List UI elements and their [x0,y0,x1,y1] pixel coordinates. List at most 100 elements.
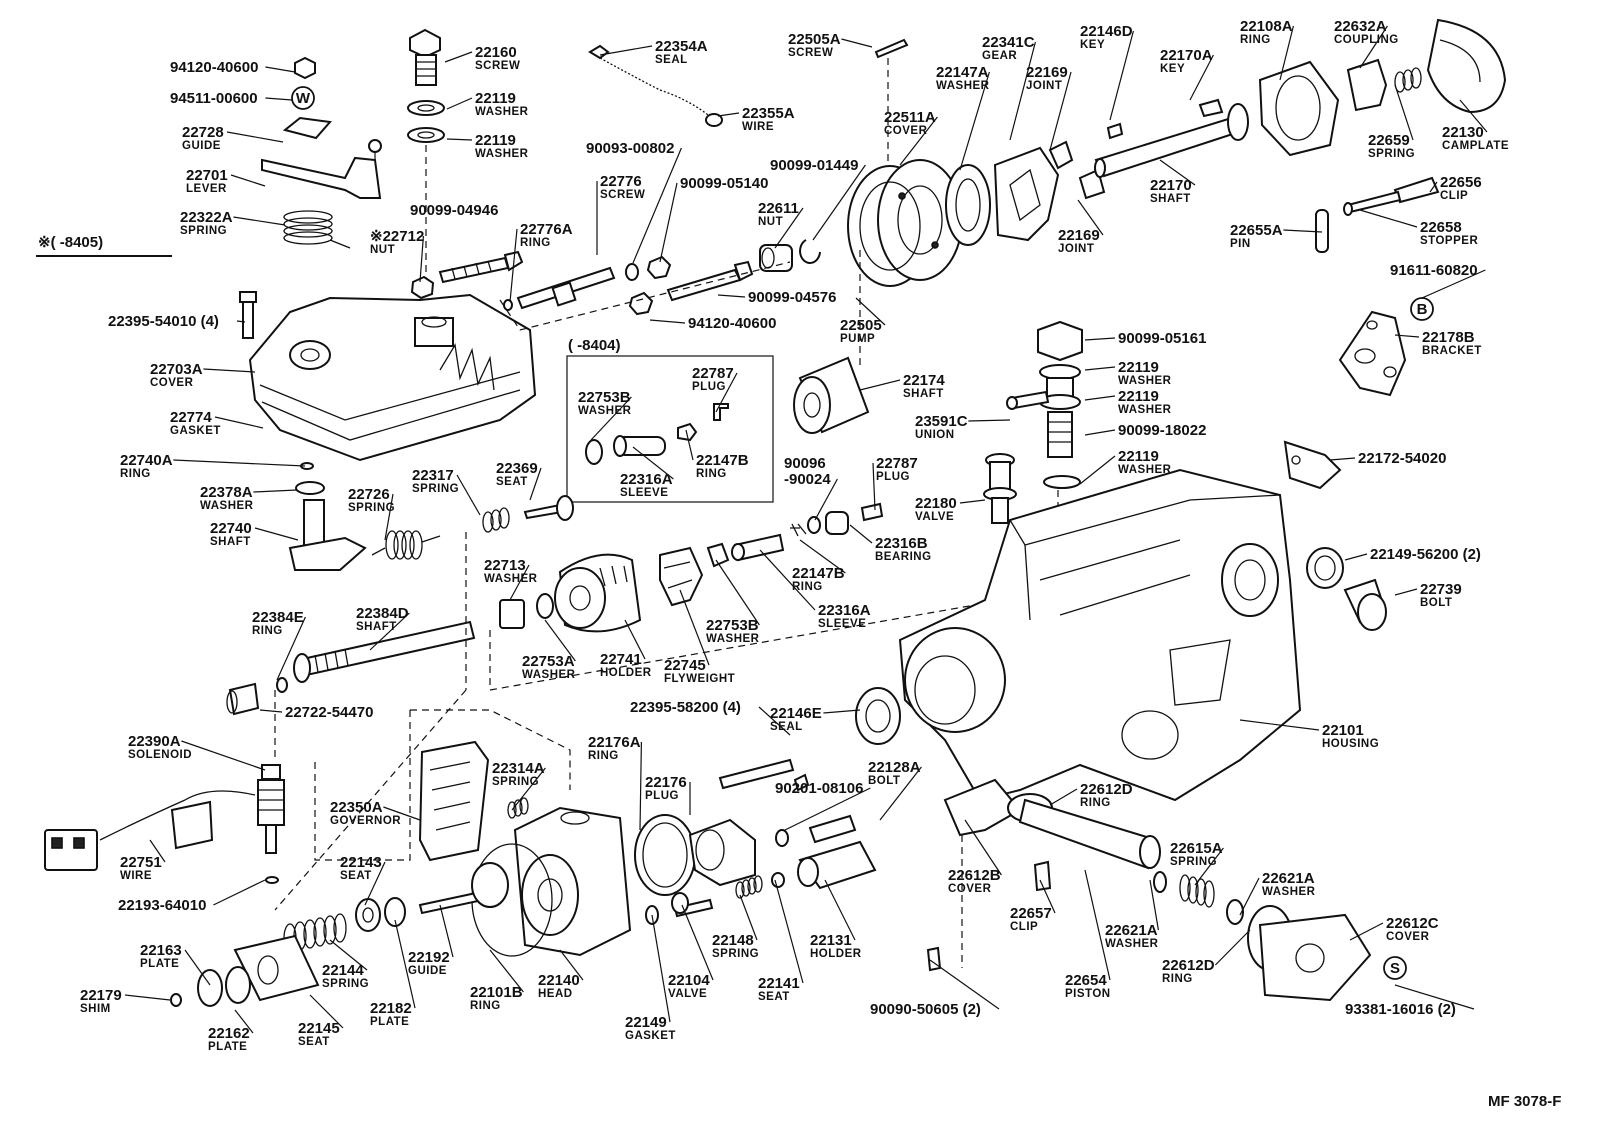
leader-line [265,66,296,73]
part-label-p90201: 90201-08106 [775,780,871,831]
part-description: SEAT [340,870,372,882]
part-number: 22314A [492,760,545,777]
part-description: SEAT [496,476,528,488]
part-number: 22170A [1160,47,1213,64]
part-description: SHAFT [1150,193,1191,205]
part-description: GASKET [170,425,221,437]
part-number: 22148 [712,932,754,949]
leader-line [1349,922,1384,941]
leader-line [659,182,678,263]
part-description: SPRING [180,225,227,237]
part-description: PLUG [692,381,726,393]
union-bolt-drawing [1006,320,1083,580]
part-description: PLUG [876,471,910,483]
part-description: SHAFT [356,621,397,633]
lower-left-stack-drawing [170,862,509,1007]
part-number: 90201-08106 [775,780,863,797]
leader-line [276,616,306,681]
part-number: 22119 [475,90,516,107]
part-description: KEY [1160,63,1185,75]
leader-line [1359,209,1418,228]
governor-cover-drawing [239,291,537,462]
leader-line [823,709,861,714]
leader-line [879,766,922,821]
part-description: SPRING [712,948,759,960]
leader-line [559,949,584,981]
part-number: 22317 [412,467,454,484]
leader-line [959,71,990,171]
leader-line [758,706,791,736]
part-label-p8405: ※( -8405) [38,234,103,251]
part-description: WASHER [1118,464,1172,476]
leader-line [213,879,266,906]
part-number: 22753B [578,389,631,406]
part-number: 22657 [1010,905,1052,922]
leader-line [1084,337,1116,341]
leader-line [899,116,938,166]
part-drawings: WBS [44,18,1507,1007]
part-number: 22146D [1080,23,1133,40]
part-number: ( -8404) [568,337,621,354]
part-description: GEAR [982,50,1017,62]
part-description: SEAT [758,991,790,1003]
part-number: 22740 [210,520,252,537]
leader-line [181,740,266,771]
part-number: 22632A [1334,18,1387,35]
part-description: WASHER [706,633,760,645]
plug-22176-drawing [634,758,857,896]
flyweight-assembly-drawing [499,502,884,633]
part-label-p91611: 91611-60820 [1390,262,1486,299]
part-number: 22140 [538,972,580,989]
leader-line [841,38,873,48]
part-description: COUPLING [1334,34,1399,46]
part-number: 22174 [903,372,945,389]
part-description: SCREW [788,47,833,59]
part-label-p22722: 22722-54470 [259,704,373,721]
part-number: 22741 [600,651,642,668]
guide-drawing [282,116,332,140]
part-number: 22193-64010 [118,897,206,914]
leader-line [739,894,758,941]
part-description: GASKET [625,1030,676,1042]
part-number: 90099-18022 [1118,422,1206,439]
part-number: 22170 [1150,177,1192,194]
part-description: BOLT [868,775,900,787]
leader-line [872,462,876,511]
part-number: 22322A [180,209,233,226]
part-number: 90099-05140 [680,175,768,192]
part-label-p94120a: 94120-40600 [170,59,296,76]
part-description: SHIM [80,1003,111,1015]
part-description: RING [520,237,551,249]
part-number: ※( -8405) [38,234,103,251]
leader-line [253,489,298,493]
part-description: GOVERNOR [330,815,401,827]
part-description: HEAD [538,988,573,1000]
part-number: 22316A [620,471,673,488]
part-number: 23591C [915,413,968,430]
leader-line [509,564,530,601]
part-description: SPRING [322,978,369,990]
leader-line [651,914,671,1023]
leader-line [715,372,738,413]
